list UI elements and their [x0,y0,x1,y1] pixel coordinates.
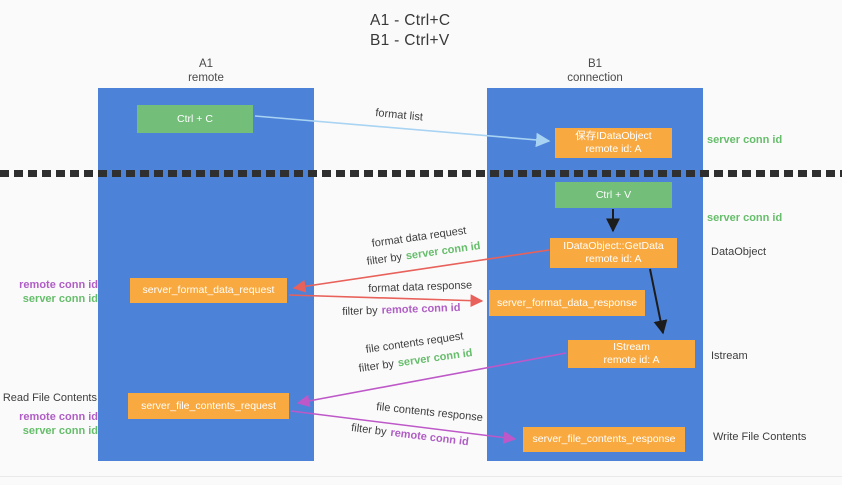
session-divider [0,170,842,177]
server-format-data-request-label: server_format_data_request [142,284,275,296]
server-file-contents-response-label: server_file_contents_response [532,433,676,445]
node-server-format-data-response: server_format_data_response [489,290,645,316]
lane-b1-name: B1 [587,58,603,70]
node-getdata: IDataObject::GetData remote id: A [550,238,677,268]
server-format-data-response-label: server_format_data_response [496,296,638,309]
istream-line1: IStream [613,341,650,353]
remote-conn-id-text: remote conn id [381,301,461,317]
ctrl-c-label: Ctrl + C [177,112,213,125]
filter-by-text: filter by [366,251,403,268]
title-line-1: A1 - Ctrl+C [370,12,451,29]
node-ctrl-v: Ctrl + V [555,182,672,208]
label-write-file-contents: Write File Contents [713,431,807,443]
getdata-line2: remote id: A [585,253,642,265]
lane-a1-name: A1 [198,58,214,70]
label-read-file-contents: Read File Contents [2,392,97,404]
lane-header-a1: A1 remote [146,57,266,85]
title-line-2: B1 - Ctrl+V [370,32,450,49]
server-file-contents-request-label: server_file_contents_request [141,399,276,412]
ctrl-v-label: Ctrl + V [595,188,632,201]
format-data-response-arrow [288,294,484,308]
filter-by-text: filter by [358,358,395,375]
label-remote-conn-id-lower-left: remote conn id [19,411,98,423]
label-server-conn-id-upper-left: server conn id [22,293,98,305]
save-dataobject-line2: remote id: A [585,143,642,155]
istream-line2: remote id: A [603,354,660,366]
server-conn-id-text: server conn id [397,347,474,370]
lane-b1-subtitle: connection [567,72,623,84]
save-dataobject-line1: 保存IDataObject [575,130,652,142]
node-server-format-data-request: server_format_data_request [130,278,287,303]
label-format-data-response: format data response [368,279,473,295]
label-istream-side: Istream [711,350,748,362]
getdata-line1: IDataObject::GetData [563,240,664,252]
filter-by-text: filter by [350,422,388,439]
label-server-conn-id-lower-left: server conn id [22,425,98,437]
label-remote-conn-id-upper-left: remote conn id [19,279,98,291]
label-file-contents-response: file contents response [375,401,484,425]
label-dataobject: DataObject [711,246,767,258]
page-bottom-rule [0,476,842,477]
diagram-title: A1 - Ctrl+C B1 - Ctrl+V [370,11,450,51]
lane-header-b1: B1 connection [535,57,655,85]
label-server-conn-id-mid-right: server conn id [707,212,783,224]
node-ctrl-c: Ctrl + C [137,105,253,133]
filter-by-text: filter by [342,304,378,318]
node-istream: IStream remote id: A [568,340,695,368]
lane-a1-subtitle: remote [188,72,224,84]
node-save-dataobject: 保存IDataObject remote id: A [555,128,672,158]
node-server-file-contents-request: server_file_contents_request [128,393,289,419]
label-format-list: format list [374,107,424,124]
label-server-conn-id-top-right: server conn id [707,134,783,146]
remote-conn-id-text: remote conn id [389,426,470,449]
node-server-file-contents-response: server_file_contents_response [523,427,685,452]
